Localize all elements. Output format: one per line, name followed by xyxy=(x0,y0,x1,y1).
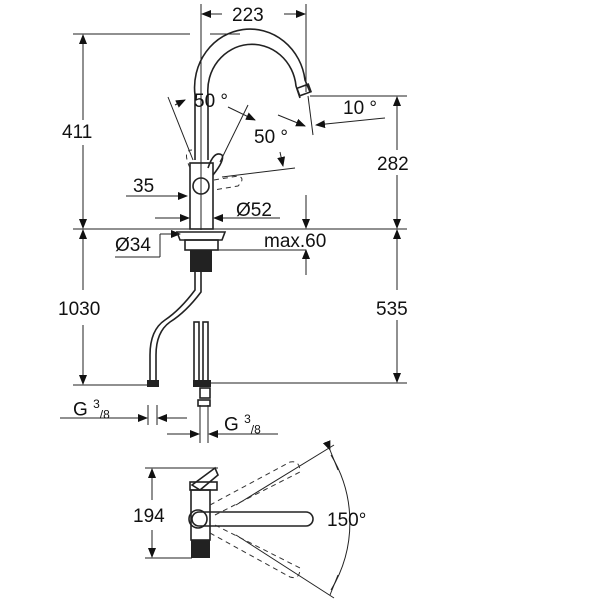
thread-g: G xyxy=(73,399,88,421)
thread-den: /8 xyxy=(99,407,110,422)
connection-left-g38: G 3/8 xyxy=(73,398,110,420)
angle-150: 150° xyxy=(327,510,367,531)
connection-right-g38: G 3/8 xyxy=(224,413,261,435)
dimension-223: 223 xyxy=(232,5,264,26)
faucet-front-view xyxy=(147,28,313,407)
thread-den: /8 xyxy=(250,422,261,437)
dimension-194: 194 xyxy=(133,506,165,527)
thread-g: G xyxy=(224,414,239,436)
dimension-35: 35 xyxy=(133,176,155,197)
faucet-side-view xyxy=(188,461,314,579)
dimension-diameter-34: Ø34 xyxy=(115,235,151,256)
dimension-max-60: max.60 xyxy=(264,231,327,252)
thread-num: 3 xyxy=(244,412,251,426)
thread-num: 3 xyxy=(93,397,100,411)
angle-50-right: 50 ° xyxy=(254,127,289,148)
dimension-535: 535 xyxy=(376,299,408,320)
dimension-411: 411 xyxy=(62,122,93,143)
angle-10: 10 ° xyxy=(343,98,378,119)
angle-50-left: 50 ° xyxy=(194,91,229,112)
extension-lines xyxy=(73,4,407,386)
dimension-282: 282 xyxy=(377,154,409,175)
dimension-diameter-52: Ø52 xyxy=(236,200,272,221)
dimension-arrows xyxy=(60,10,401,599)
dimension-1030: 1030 xyxy=(58,299,101,320)
